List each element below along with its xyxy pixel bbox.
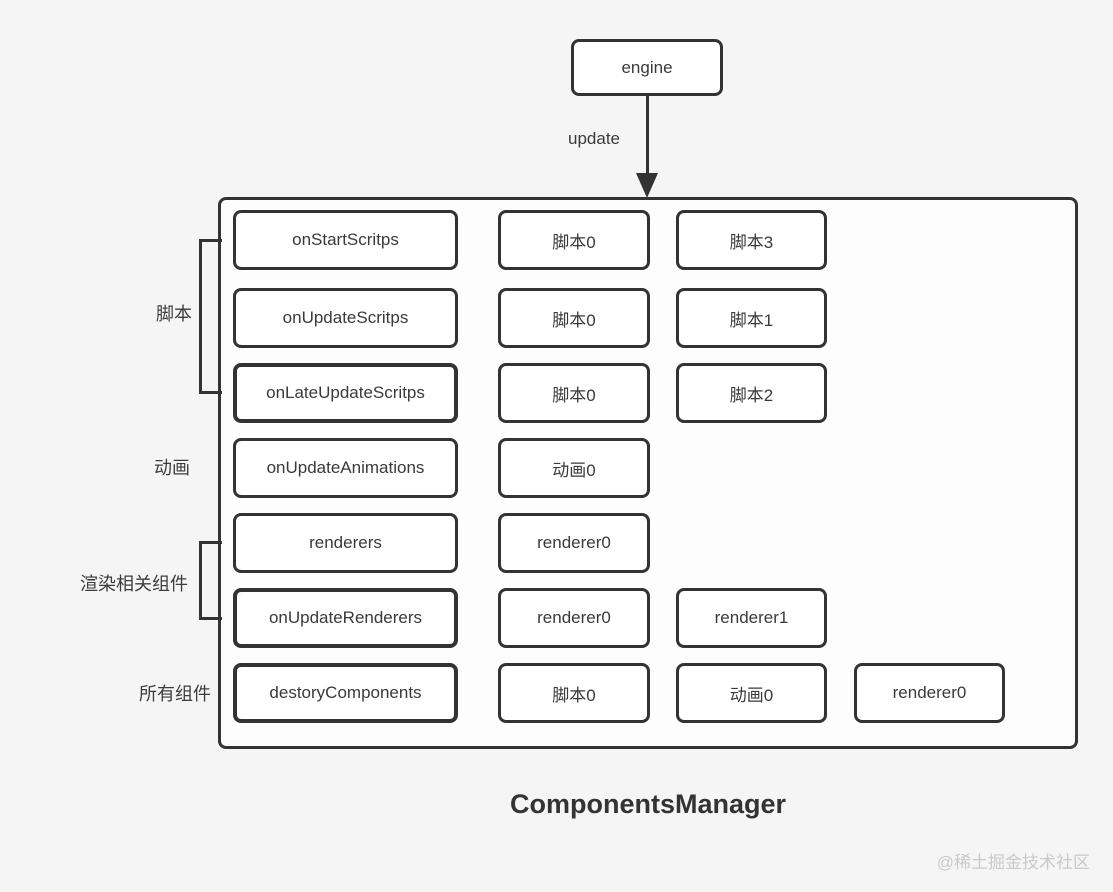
method-box-label: renderers xyxy=(309,533,382,552)
method-box: onUpdateAnimations xyxy=(233,438,458,498)
component-box-label: 脚本2 xyxy=(729,385,774,405)
update-arrow-label: update xyxy=(568,129,620,148)
component-box: 脚本0 xyxy=(498,663,650,723)
component-box-label: 脚本0 xyxy=(552,310,596,330)
component-box: 脚本0 xyxy=(498,288,650,348)
component-box-label: 脚本0 xyxy=(552,685,596,705)
component-box-label: 脚本1 xyxy=(729,310,774,330)
component-box: 动画0 xyxy=(676,663,827,723)
method-box: onStartScritps xyxy=(233,210,458,270)
component-box-label: renderer0 xyxy=(537,608,611,627)
component-box: 脚本0 xyxy=(498,363,650,423)
component-box: 脚本0 xyxy=(498,210,650,270)
component-box-label: renderer0 xyxy=(537,533,611,552)
group-label-scripts: 脚本 xyxy=(156,304,192,324)
component-box-label: 脚本3 xyxy=(729,232,774,252)
component-box-label: 脚本0 xyxy=(552,385,596,405)
method-box-label: onUpdateRenderers xyxy=(268,608,423,627)
engine-node-label: engine xyxy=(621,57,673,77)
group-label-all-components: 所有组件 xyxy=(139,684,211,704)
bracket-scripts-group xyxy=(199,239,222,394)
component-box: renderer0 xyxy=(498,513,650,573)
watermark: @稀土掘金技术社区 xyxy=(936,853,1090,872)
method-box: onLateUpdateScritps xyxy=(233,363,458,423)
diagram-title: ComponentsManager xyxy=(509,789,787,819)
bracket-render-group xyxy=(199,541,222,620)
component-box: renderer0 xyxy=(854,663,1005,723)
component-box-label: 动画0 xyxy=(552,460,596,480)
method-box: destoryComponents xyxy=(233,663,458,723)
method-box: renderers xyxy=(233,513,458,573)
component-box: 脚本1 xyxy=(676,288,827,348)
method-box-label: destoryComponents xyxy=(269,683,422,702)
component-box: 动画0 xyxy=(498,438,650,498)
component-box-label: 脚本0 xyxy=(552,232,596,252)
method-box-label: onUpdateScritps xyxy=(282,308,409,327)
method-box-label: onLateUpdateScritps xyxy=(266,383,425,402)
method-box-label: onStartScritps xyxy=(292,230,399,249)
component-box-label: renderer1 xyxy=(714,608,789,627)
group-label-render-related: 渲染相关组件 xyxy=(80,574,188,594)
method-box: onUpdateScritps xyxy=(233,288,458,348)
method-box: onUpdateRenderers xyxy=(233,588,458,648)
component-box: renderer1 xyxy=(676,588,827,648)
component-box: renderer0 xyxy=(498,588,650,648)
method-box-label: onUpdateAnimations xyxy=(266,458,425,477)
arrow-down-icon xyxy=(636,173,658,198)
component-box: 脚本3 xyxy=(676,210,827,270)
component-box-label: renderer0 xyxy=(892,683,967,702)
component-box: 脚本2 xyxy=(676,363,827,423)
arrow-down-line xyxy=(646,96,649,176)
group-label-animations: 动画 xyxy=(154,458,190,478)
engine-node: engine xyxy=(571,39,723,96)
component-box-label: 动画0 xyxy=(729,685,774,705)
